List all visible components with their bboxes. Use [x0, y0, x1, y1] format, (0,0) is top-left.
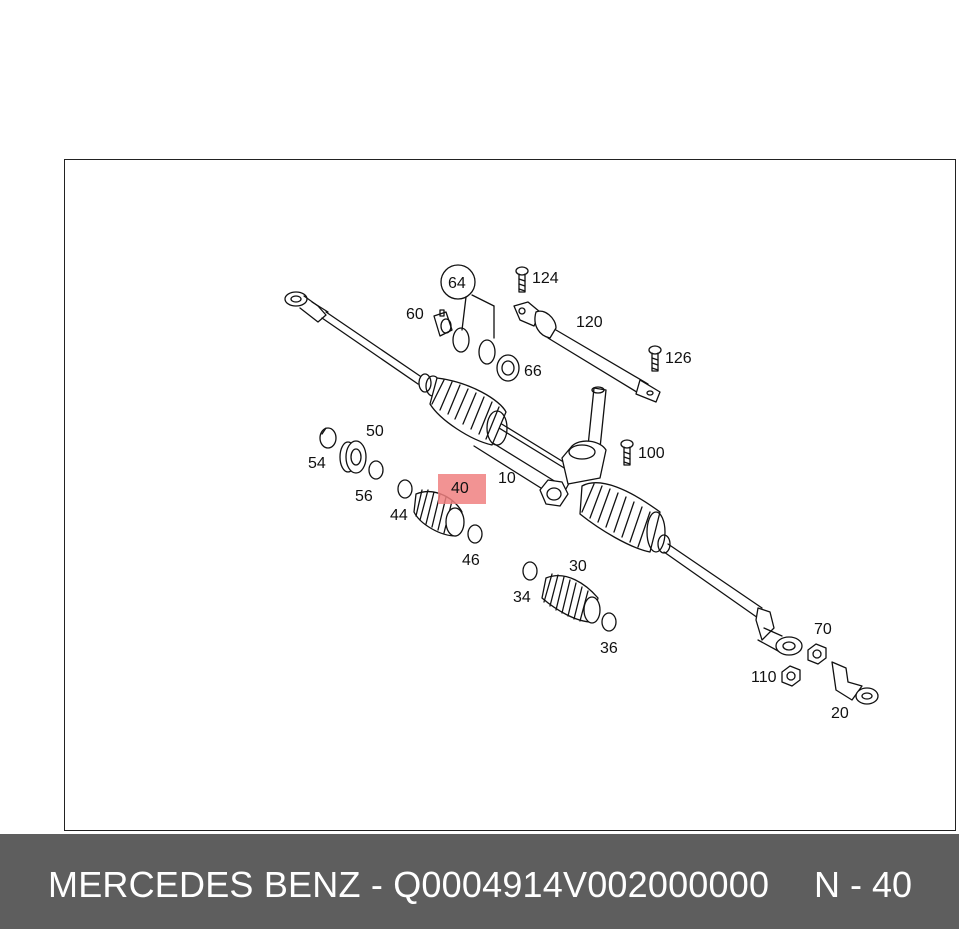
damper-120	[513, 301, 661, 403]
label-40: 40	[451, 480, 469, 497]
clamp-34	[522, 561, 538, 581]
label-66: 66	[524, 363, 542, 380]
label-46: 46	[462, 552, 480, 569]
diagram-frame	[64, 159, 956, 831]
bellows-30	[541, 573, 601, 624]
clamp-46	[467, 524, 483, 544]
bushing-50	[339, 440, 367, 474]
bolt-126	[648, 345, 662, 372]
label-110: 110	[751, 669, 777, 686]
label-64: 64	[448, 275, 466, 292]
label-30: 30	[569, 558, 587, 575]
left-tie-rod	[284, 291, 421, 385]
rack-housing	[473, 419, 575, 501]
clamp-56	[368, 460, 384, 480]
label-54: 54	[308, 455, 326, 472]
bolt-100	[620, 439, 634, 466]
highlight-box-40	[438, 474, 486, 504]
right-tie-rod	[663, 543, 803, 656]
pinion-housing	[539, 386, 607, 507]
label-120: 120	[576, 314, 603, 331]
snap-rings-64	[452, 327, 496, 365]
label-36: 36	[600, 640, 618, 657]
tie-rod-end-20	[831, 661, 879, 705]
label-70: 70	[814, 621, 832, 638]
bolt-124	[515, 266, 529, 293]
left-bellows-boot	[418, 373, 508, 446]
footer-bar: MERCEDES BENZ - Q0004914V002000000 N - 4…	[0, 834, 959, 929]
callout-64	[440, 264, 495, 339]
ring-60	[433, 309, 453, 337]
clamp-44	[397, 479, 413, 499]
position-number: N - 40	[814, 864, 913, 905]
nut-110	[781, 665, 801, 687]
right-bellows-boot	[579, 482, 671, 554]
clamp-36	[601, 612, 617, 632]
label-20: 20	[831, 705, 849, 722]
clamp-54	[319, 427, 337, 449]
label-34: 34	[513, 589, 531, 606]
bushing-66	[496, 354, 520, 382]
label-10: 10	[498, 470, 516, 487]
label-56: 56	[355, 488, 373, 505]
label-100: 100	[638, 445, 665, 462]
nut-70	[807, 643, 827, 665]
label-44: 44	[390, 507, 408, 524]
label-60: 60	[406, 306, 424, 323]
label-124: 124	[532, 270, 559, 287]
label-126: 126	[665, 350, 692, 367]
steering-rack-exploded-diagram: 64 124 60 120 126 66 50 100 54 10 40 56 …	[284, 264, 879, 722]
label-50: 50	[366, 423, 384, 440]
part-code: MERCEDES BENZ - Q0004914V002000000	[48, 864, 770, 905]
